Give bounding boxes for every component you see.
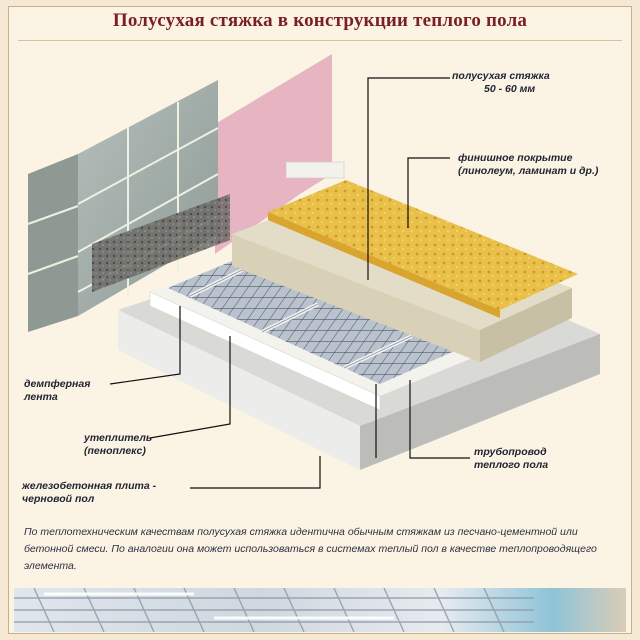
heating-pipes [189,268,413,370]
label-slab-line2: черновой пол [22,493,95,505]
label-screed-line1: полусухая стяжка [452,70,550,82]
photo-mesh-preview [14,588,534,632]
label-damper: демпферная лента [24,378,90,404]
bottom-photo-strip [14,588,626,632]
block-wall [27,80,230,332]
label-pipe-line2: теплого пола [474,459,549,471]
page-title: Полусухая стяжка в конструкции теплого п… [112,10,528,31]
floor-layers-illustration [27,54,600,489]
label-finish: финишное покрытие (линолеум, ламинат и д… [458,152,598,178]
finish-coating [268,180,578,318]
label-slab-line1: железобетонная плита - [22,480,157,492]
label-finish-line1: финишное покрытие [458,152,573,164]
reinforcement-mesh [168,250,470,384]
label-insulation-line2: (пеноплекс) [84,445,146,457]
label-finish-line2: (линолеум, ламинат и др.) [458,165,599,177]
label-screed-line2: 50 - 60 мм [484,83,536,95]
label-pipe: трубопровод теплого пола [474,446,548,472]
leader-lines [109,77,470,489]
label-insulation-line1: утеплитель [84,432,153,444]
back-wall [215,54,345,254]
label-insulation: утеплитель (пеноплекс) [84,432,152,458]
label-damper-line1: демпферная [24,378,91,390]
description-caption: По теплотехническим качествам полусухая … [24,526,597,572]
label-screed: полусухая стяжка 50 - 60 мм [452,70,550,96]
title-divider [18,40,622,41]
label-pipe-line1: трубопровод [474,446,547,458]
baseboard [285,161,345,179]
label-damper-line2: лента [24,391,58,403]
label-slab: железобетонная плита - черновой пол [22,480,156,506]
